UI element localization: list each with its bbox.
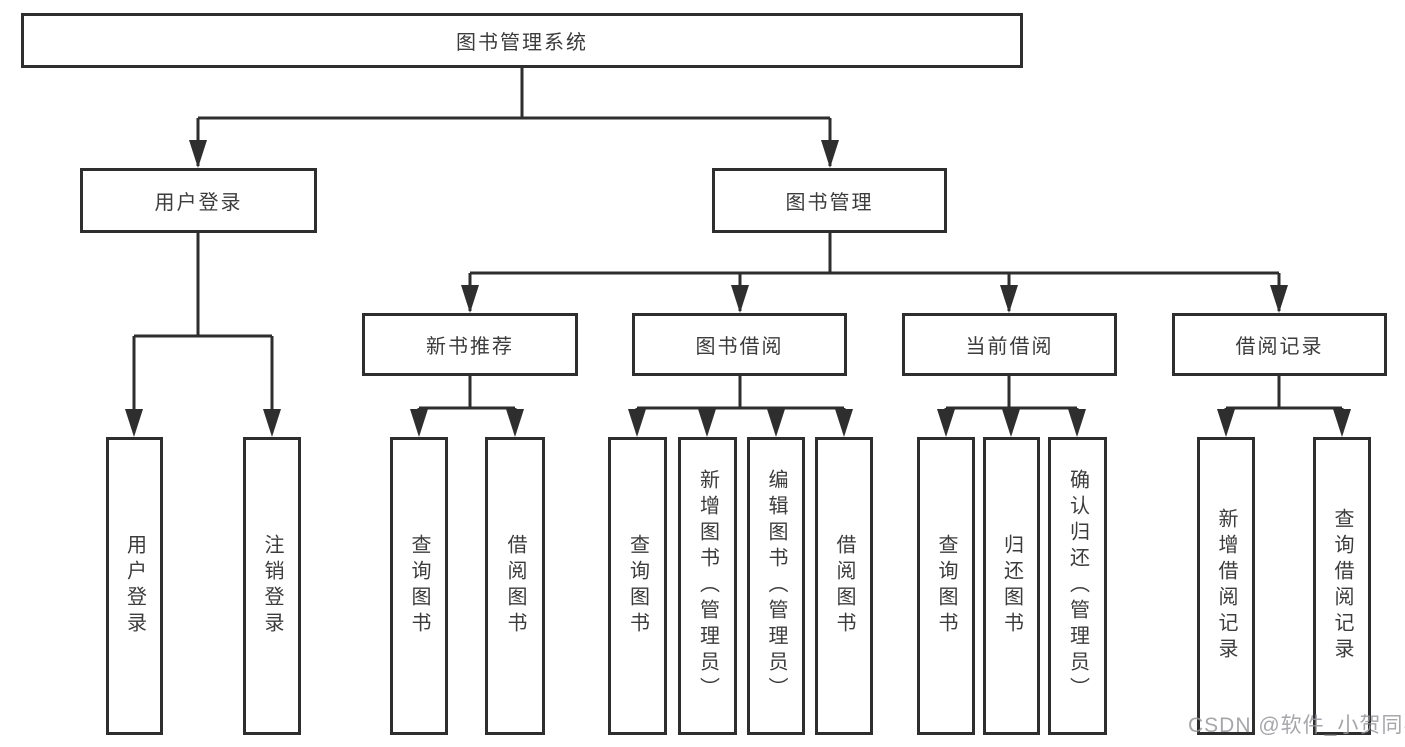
tree-edges (132, 68, 1344, 433)
arrowhead (125, 409, 143, 437)
leaf-borrow-books: 借阅图书 (815, 437, 873, 735)
node-label: 当前借阅 (965, 336, 1054, 358)
leaf-add-borrow-record: 新增借阅记录 (1197, 437, 1255, 735)
node-label: 新增借阅记录 (1215, 508, 1237, 664)
leaf-query-books-borrow: 查询图书 (608, 437, 667, 735)
node-label: 新书推荐 (426, 336, 514, 358)
leaf-return-books: 归还图书 (983, 437, 1040, 735)
node-user-login: 用户登录 (80, 168, 317, 233)
leaf-logout: 注销登录 (243, 437, 301, 735)
arrowhead (263, 409, 281, 437)
node-label: 查询借阅记录 (1331, 508, 1353, 664)
arrowhead (835, 409, 853, 437)
arrowhead (1002, 409, 1020, 437)
node-book-borrow: 图书借阅 (632, 313, 847, 376)
node-label: 确认归还（管理员） (1066, 469, 1089, 703)
arrowhead (461, 285, 479, 313)
arrowhead (937, 409, 955, 437)
node-new-book-recommend: 新书推荐 (362, 313, 578, 376)
node-label: 归还图书 (1000, 534, 1023, 638)
leaf-query-books-current: 查询图书 (917, 437, 975, 735)
node-root: 图书管理系统 (21, 13, 1023, 68)
leaf-confirm-return-admin: 确认归还（管理员） (1048, 437, 1107, 735)
leaf-query-books-recommend: 查询图书 (390, 437, 448, 735)
node-label: 借阅图书 (504, 534, 526, 638)
node-book-management: 图书管理 (712, 168, 947, 233)
arrowhead (698, 409, 716, 437)
node-label: 注销登录 (261, 534, 283, 638)
arrowhead (821, 140, 839, 168)
arrowhead (1068, 409, 1086, 437)
node-label: 用户登录 (154, 192, 243, 214)
leaf-edit-books-admin: 编辑图书（管理员） (747, 437, 805, 735)
node-label: 新增图书（管理员） (696, 469, 719, 703)
arrowhead (506, 409, 524, 437)
node-label: 借阅图书 (833, 534, 855, 638)
arrowhead (767, 409, 785, 437)
leaf-query-borrow-record: 查询借阅记录 (1313, 437, 1371, 735)
node-label: 查询图书 (408, 534, 430, 638)
arrowhead (1000, 285, 1018, 313)
arrowhead (1217, 409, 1235, 437)
node-label: 查询图书 (935, 534, 957, 638)
leaf-user-login: 用户登录 (106, 437, 163, 735)
node-label: 查询图书 (626, 534, 649, 638)
node-label: 用户登录 (123, 534, 146, 638)
node-label: 借阅记录 (1235, 336, 1324, 358)
arrowhead (410, 409, 428, 437)
leaf-add-books-admin: 新增图书（管理员） (678, 437, 737, 735)
csdn-watermark: CSDN @软件_小贺同学 (1188, 714, 1405, 737)
node-label: 图书管理系统 (456, 32, 588, 54)
leaf-borrow-books-recommend: 借阅图书 (485, 437, 545, 735)
arrowhead (628, 409, 646, 437)
node-current-borrow: 当前借阅 (902, 313, 1117, 376)
node-borrow-records: 借阅记录 (1172, 313, 1387, 376)
arrowhead (731, 285, 749, 313)
arrowhead (189, 140, 207, 168)
arrowhead (1270, 285, 1288, 313)
node-label: 图书管理 (785, 192, 874, 214)
node-label: 编辑图书（管理员） (765, 469, 787, 703)
node-label: 图书借阅 (695, 336, 784, 358)
arrowhead (1333, 409, 1351, 437)
